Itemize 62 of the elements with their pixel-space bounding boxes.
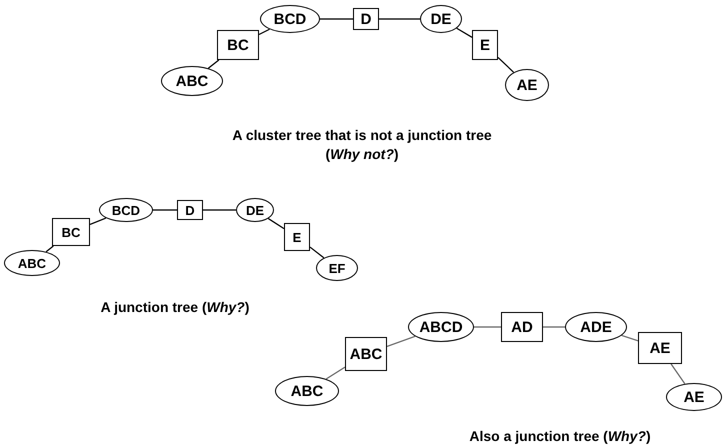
connector-line — [203, 209, 236, 211]
node-label: BCD — [274, 10, 306, 28]
caption: A cluster tree that is not a junction tree — [232, 127, 492, 143]
separator-box — [345, 337, 387, 371]
node-label: AD — [511, 318, 533, 336]
node-label: BC — [62, 224, 80, 240]
separator-box — [284, 223, 310, 251]
connector-line — [379, 18, 420, 20]
connector-line — [670, 364, 686, 384]
connector-line — [46, 246, 54, 252]
node-label: ABC — [176, 72, 208, 90]
connector-line — [310, 246, 324, 258]
node-label: BCD — [112, 202, 140, 218]
node-label: AE — [516, 76, 538, 94]
connector-line — [326, 366, 346, 380]
clique-ellipse — [408, 312, 474, 342]
separator-box — [638, 332, 682, 364]
clique-ellipse — [666, 383, 722, 411]
node-label: E — [480, 36, 490, 54]
clique-ellipse — [4, 250, 60, 276]
node-label: EF — [328, 260, 346, 276]
clique-ellipse — [260, 5, 320, 33]
node-label: ABC — [350, 346, 382, 362]
clique-ellipse — [565, 312, 627, 342]
separator-box — [177, 200, 203, 220]
node-label: D — [185, 202, 195, 218]
node-label: ADE — [580, 318, 612, 336]
node-label: DE — [246, 202, 264, 218]
node-label: ABC — [290, 382, 324, 400]
separator-box — [217, 30, 259, 60]
node-label: BC — [227, 36, 249, 54]
separator-box — [52, 218, 90, 246]
caption: (Why not?) — [325, 146, 399, 162]
connector-line — [621, 334, 638, 342]
node-label: AE — [684, 388, 704, 406]
connector-line — [386, 336, 416, 347]
connector-line — [474, 326, 501, 328]
clique-ellipse — [420, 5, 462, 33]
connector-line — [258, 28, 270, 36]
clique-ellipse — [505, 69, 549, 101]
connector-line — [320, 18, 353, 20]
clique-ellipse — [236, 198, 274, 222]
connector-line — [543, 326, 565, 328]
connector-line — [268, 218, 284, 230]
node-label: D — [360, 10, 372, 28]
node-label: DE — [430, 10, 452, 28]
caption: Also a junction tree (Why?) — [469, 428, 651, 444]
connector-line — [90, 217, 106, 225]
connector-line — [208, 60, 220, 69]
node-label: AE — [650, 340, 670, 356]
separator-box — [353, 8, 379, 30]
caption: A junction tree (Why?) — [100, 299, 250, 315]
node-label: ABCD — [419, 318, 463, 336]
connector-line — [498, 56, 514, 73]
node-label: ABC — [18, 256, 46, 270]
separator-box — [472, 30, 498, 60]
node-label: E — [292, 230, 302, 244]
separator-box — [501, 312, 543, 342]
connector-line — [456, 28, 472, 38]
clique-ellipse — [99, 198, 153, 222]
connector-line — [153, 209, 177, 211]
clique-ellipse — [316, 255, 358, 281]
